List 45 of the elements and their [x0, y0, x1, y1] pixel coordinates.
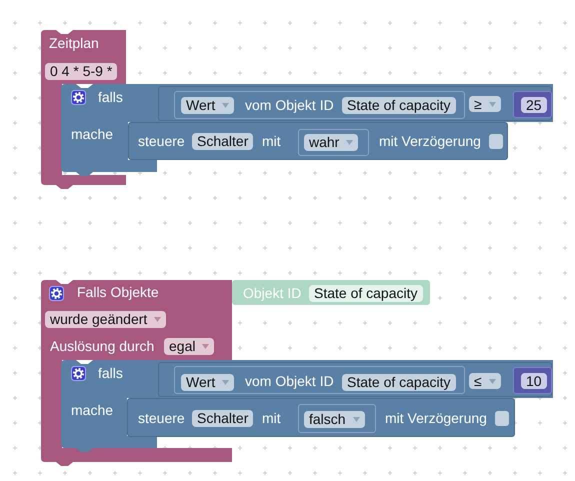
- dropdown-field: falsch: [304, 411, 365, 428]
- action-block: [128, 122, 508, 160]
- text-field: Schalter: [192, 410, 254, 427]
- block-label: falls: [98, 89, 123, 106]
- dropdown-field: wahr: [304, 134, 358, 151]
- number-block: [513, 367, 552, 394]
- block-label: mit Verzögerung: [385, 410, 487, 427]
- block-label: steuere: [138, 410, 185, 427]
- block-label: mache: [71, 126, 114, 143]
- dropdown-field: Wert: [181, 374, 234, 391]
- object-id-block: [232, 280, 430, 305]
- number-field: 25: [521, 97, 547, 113]
- boolean-block: [298, 404, 376, 433]
- block-label: mit: [262, 410, 281, 427]
- block-label: mit: [262, 133, 281, 150]
- value-block: [174, 366, 465, 394]
- compare-block: [158, 86, 552, 121]
- dropdown-field: Wert: [181, 97, 234, 114]
- block-label: Zeitplan: [49, 35, 99, 52]
- dropdown-field: egal: [164, 338, 214, 355]
- block-label: mache: [71, 402, 114, 419]
- number-block: [513, 91, 552, 118]
- block-label: vom Objekt ID: [245, 373, 334, 390]
- block-label: Auslösung durch: [50, 338, 154, 355]
- text-field: State of capacity: [342, 97, 456, 114]
- text-field: Schalter: [192, 133, 254, 150]
- value-block: [174, 91, 465, 119]
- action-block: [127, 398, 515, 437]
- dropdown-field: wurde geändert: [45, 311, 166, 328]
- text-field: 0 4 * 5-9 *: [45, 63, 118, 80]
- text-field: State of capacity: [309, 285, 423, 302]
- block-label: falls: [98, 365, 123, 382]
- if-block: [61, 360, 553, 452]
- dropdown-field: ≤: [469, 373, 501, 389]
- text-field: State of capacity: [342, 374, 456, 391]
- compare-block: [158, 362, 552, 397]
- block-label: steuere: [138, 133, 185, 150]
- number-field: 10: [521, 373, 547, 389]
- block-label: Falls Objekte: [77, 284, 159, 301]
- if-block: [61, 84, 553, 176]
- block-label: mit Verzögerung: [379, 133, 481, 150]
- dropdown-field: ≥: [469, 96, 501, 112]
- block-label: Objekt ID: [243, 285, 302, 302]
- block-label: vom Objekt ID: [245, 97, 334, 114]
- boolean-block: [298, 129, 369, 156]
